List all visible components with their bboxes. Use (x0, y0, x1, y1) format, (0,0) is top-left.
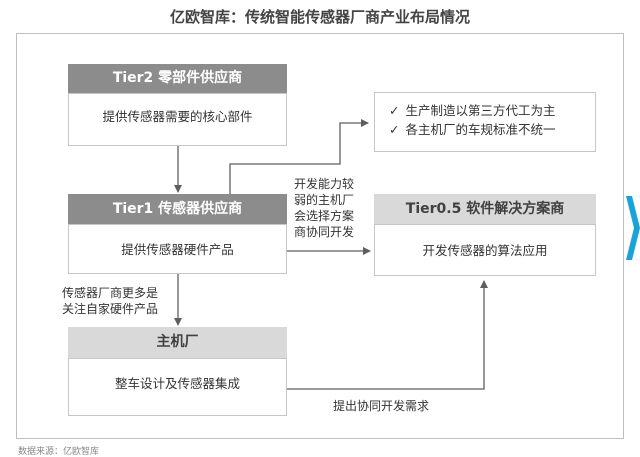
source-footer: 数据来源：亿欧智库 (18, 447, 100, 457)
page-title: 亿欧智库：传统智能传感器厂商产业布局情况 (169, 8, 470, 26)
arrow-tier1-to-bullets (229, 119, 369, 194)
arrow-oem-to-tier05 (287, 280, 488, 390)
tier05-header: Tier0.5 软件解决方案商 (374, 194, 596, 224)
note-co-dev: 提出协同开发需求 (333, 399, 430, 413)
tier1-body: 提供传感器硬件产品 (68, 224, 287, 274)
oem-header: 主机厂 (68, 327, 287, 358)
issue-item: ✓各主机厂的车规标准不统一 (389, 122, 556, 137)
tier1-header: Tier1 传感器供应商 (68, 194, 287, 224)
chevron-right-icon (626, 196, 640, 260)
note-hardware-focus: 传感器厂商更多是 关注自家硬件产品 (62, 286, 159, 316)
tier05-body: 开发传感器的算法应用 (374, 224, 596, 276)
issue-item: ✓生产制造以第三方代工为主 (389, 103, 556, 118)
oem-body: 整车设计及传感器集成 (68, 358, 287, 416)
check-icon: ✓ (389, 122, 400, 137)
issues-box: ✓生产制造以第三方代工为主 ✓各主机厂的车规标准不统一 (374, 92, 596, 152)
tier2-header: Tier2 零部件供应商 (68, 64, 287, 93)
tier2-body: 提供传感器需要的核心部件 (68, 93, 287, 146)
check-icon: ✓ (389, 103, 400, 118)
note-weak-dev: 开发能力较 弱的主机厂 会选择方案 商协同开发 (294, 177, 355, 239)
